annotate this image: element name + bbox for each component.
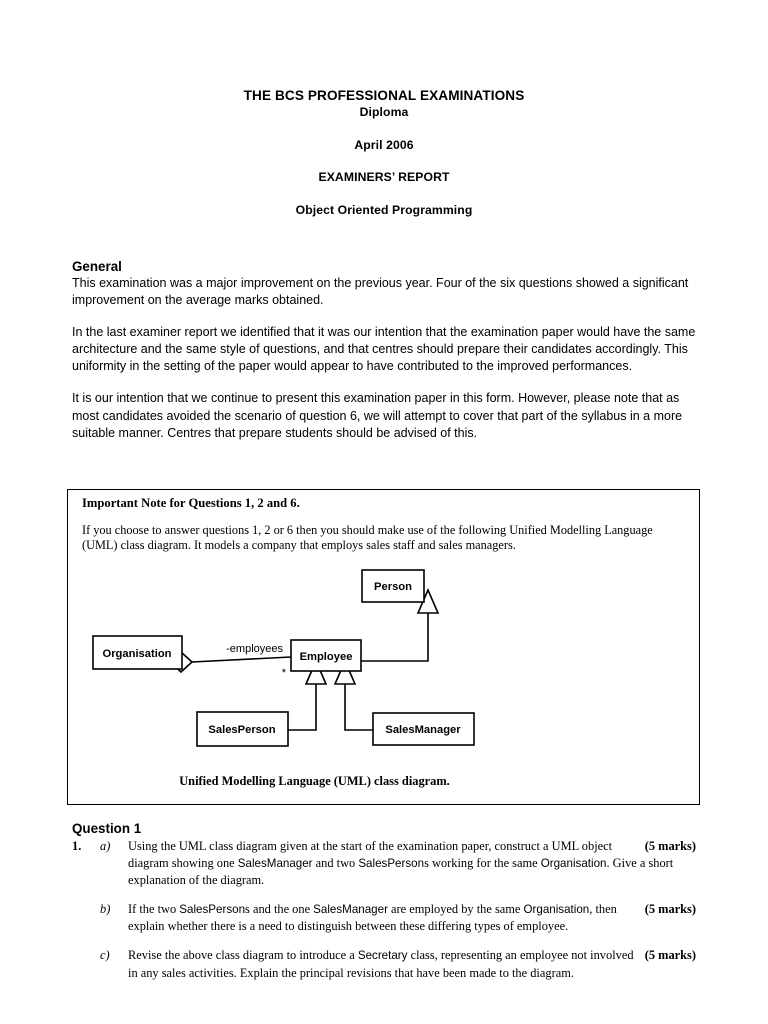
question-part-a-body: (5 marks) Using the UML class diagram giv… <box>128 838 696 889</box>
generalization-line-employee-person <box>361 613 429 662</box>
important-note-title: Important Note for Questions 1, 2 and 6. <box>82 496 300 510</box>
uml-class-box-salesmanager <box>372 712 475 746</box>
q-c-text-2: class, representing an employee not invo… <box>128 947 634 980</box>
aggregation-line-organisation-employee <box>191 656 292 663</box>
uml-class-label-employee: Employee <box>300 651 353 663</box>
generalization-arrowhead-employee-right <box>333 658 357 685</box>
question-part-a-marks: (5 marks) <box>644 839 696 853</box>
q-a-text-1: Using the UML class diagram given at the… <box>128 839 613 870</box>
question-number: 1. <box>72 839 82 853</box>
important-note-box: Important Note for Questions 1, 2 and 6.… <box>67 489 700 805</box>
q-c-text-1: Revise the above class diagram to introd… <box>128 947 358 962</box>
header-line-subject: Object Oriented Programming <box>295 202 473 217</box>
uml-association-role-label: -employees <box>226 643 283 655</box>
q-b-text-3: are employed by the same <box>387 901 524 916</box>
uml-diagram-caption-text: Unified Modelling Language (UML) class d… <box>179 774 450 788</box>
header-line-date: April 2006 <box>354 137 414 152</box>
q-a-text-4: . Give a short explanation of the diagra… <box>128 855 674 888</box>
header-spacer-2 <box>72 153 696 169</box>
q-a-text-3: s working for the same <box>424 855 541 870</box>
header-line-exam-title: THE BCS PROFESSIONAL EXAMINATIONS <box>243 88 525 103</box>
document-header: THE BCS PROFESSIONAL EXAMINATIONS Diplom… <box>72 88 696 218</box>
q-b-class-2: SalesManager <box>313 902 388 916</box>
generalization-line-salesmanager-employee <box>344 684 373 731</box>
header-spacer-3 <box>72 186 696 202</box>
question-part-letter-c: c) <box>100 947 110 962</box>
uml-class-box-organisation <box>92 635 183 670</box>
header-spacer-1 <box>72 121 696 137</box>
general-paragraph-1: This examination was a major improvement… <box>72 276 689 308</box>
generalization-line-salesperson-employee <box>288 684 317 731</box>
question-part-a: 1. a) (5 marks) Using the UML class diagr… <box>72 838 696 889</box>
question-part-c: c) (5 marks) Revise the above class diagr… <box>72 947 696 981</box>
uml-diagram-caption: Unified Modelling Language (UML) class d… <box>68 774 701 789</box>
q-b-text-1: If the two <box>128 901 180 916</box>
question-part-letter-a: a) <box>100 839 111 853</box>
q-b-text-4: , then explain whether there is a need t… <box>128 901 617 934</box>
important-note-paragraph: If you choose to answer questions 1, 2 o… <box>82 523 653 553</box>
uml-class-box-salesperson <box>196 711 289 747</box>
header-line-report-type: EXAMINERS’ REPORT <box>318 170 450 185</box>
q-b-text-2: s and the one <box>245 901 314 916</box>
general-heading: General <box>72 259 122 274</box>
uml-association-multiplicity-label: * <box>282 667 287 679</box>
header-line-qualification: Diploma <box>359 105 409 120</box>
question-part-letter-b: b) <box>100 901 111 916</box>
uml-class-label-organisation: Organisation <box>103 648 172 660</box>
q-c-class-1: Secretary <box>357 948 408 962</box>
q-a-class-1: SalesManager <box>237 856 313 870</box>
q-b-class-1: SalesPerson <box>179 902 246 916</box>
uml-class-box-employee <box>290 639 362 672</box>
q-a-text-2: and two <box>312 855 359 870</box>
generalization-arrowhead-employee-left <box>304 658 328 685</box>
q-a-class-3: Organisation <box>540 856 607 870</box>
uml-class-box-person <box>361 569 425 603</box>
general-paragraph-3: It is our intention that we continue to … <box>72 391 683 440</box>
general-paragraph-2: In the last examiner report we identifie… <box>72 325 696 374</box>
question-section: Question 1 1. a) (5 marks) Using the UML … <box>72 820 696 993</box>
uml-class-diagram: Person Organisation Employee SalesPerson… <box>68 560 701 765</box>
uml-class-label-person: Person <box>374 581 412 593</box>
question-part-c-body: (5 marks) Revise the above class diagram … <box>128 947 696 981</box>
uml-class-label-salesperson: SalesPerson <box>208 724 275 736</box>
question-part-b: b) (5 marks) If the two SalesPersons and … <box>72 901 696 935</box>
question-part-b-body: (5 marks) If the two SalesPersons and the… <box>128 901 696 935</box>
q-a-class-2: SalesPerson <box>358 856 425 870</box>
question-heading: Question 1 <box>72 821 142 836</box>
question-part-b-marks: (5 marks) <box>644 901 696 916</box>
question-part-c-marks: (5 marks) <box>644 947 696 962</box>
q-b-class-3: Organisation <box>523 902 590 916</box>
general-section: General This examination was a major imp… <box>72 259 696 442</box>
uml-class-label-salesmanager: SalesManager <box>385 724 461 736</box>
